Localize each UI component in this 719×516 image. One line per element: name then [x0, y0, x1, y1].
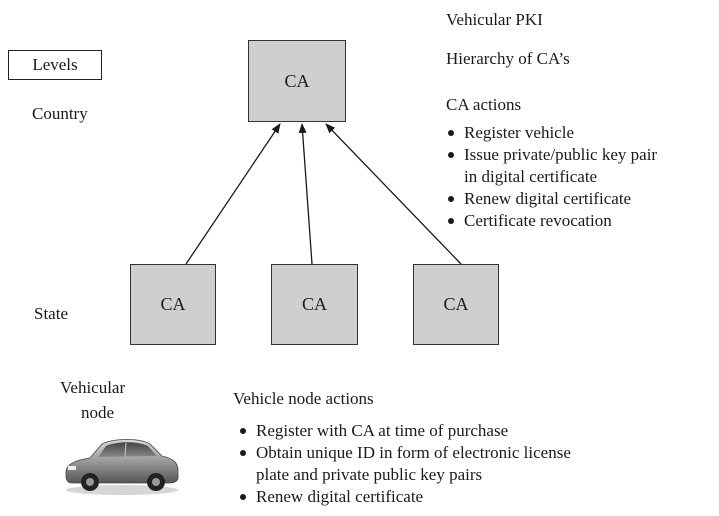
bullet-icon: [448, 218, 454, 224]
ca-country-node: CA: [248, 40, 346, 122]
bullet-icon: [240, 450, 246, 456]
list-item: Renew digital certificate: [446, 188, 657, 210]
arrow-state2-to-root: [298, 123, 313, 265]
bullet-icon: [240, 428, 246, 434]
list-item: Register vehicle: [446, 122, 657, 144]
ca-actions-heading: CA actions: [446, 95, 522, 114]
bullet-icon: [448, 130, 454, 136]
vehicle-actions-list: Register with CA at time of purchase Obt…: [238, 420, 571, 508]
arrow-state3-to-root: [325, 123, 462, 265]
diagram-subtitle: Hierarchy of CA’s: [446, 49, 570, 68]
bullet-icon: [240, 494, 246, 500]
list-item: Certificate revocation: [446, 210, 657, 232]
ca-actions-list: Register vehicle Issue private/public ke…: [446, 122, 657, 232]
list-item: Register with CA at time of purchase: [238, 420, 571, 442]
list-item: Renew digital certificate: [238, 486, 571, 508]
car-icon: [65, 439, 179, 495]
level-vehicular-node-line1: Vehicular: [60, 378, 126, 397]
level-state: State: [34, 304, 68, 323]
level-vehicular-node-line2: node: [81, 403, 115, 422]
ca-state-node-2: CA: [271, 264, 358, 345]
bullet-icon: [448, 152, 454, 158]
ca-state-node-3: CA: [413, 264, 499, 345]
bullet-icon: [448, 196, 454, 202]
diagram-title: Vehicular PKI: [446, 10, 543, 29]
arrow-state1-to-root: [185, 123, 281, 265]
vehicle-actions-heading: Vehicle node actions: [233, 389, 374, 408]
list-item: Obtain unique ID in form of electronic l…: [238, 442, 571, 486]
levels-label-box: Levels: [8, 50, 102, 80]
ca-state-node-1: CA: [130, 264, 216, 345]
level-country: Country: [32, 104, 88, 123]
